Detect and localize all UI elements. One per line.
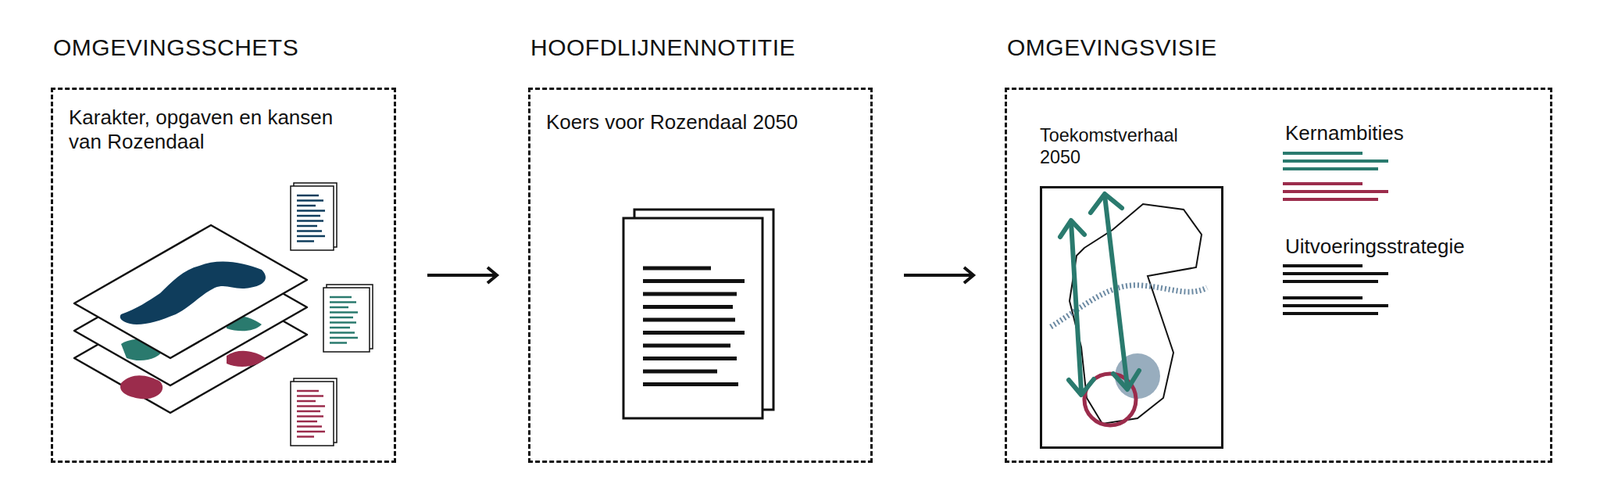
stroke bbox=[329, 341, 347, 344]
ambition-lines bbox=[1282, 153, 1389, 314]
stroke bbox=[642, 369, 718, 374]
stroke bbox=[642, 356, 737, 361]
document-icons bbox=[290, 182, 373, 446]
stroke bbox=[296, 435, 315, 438]
stroke bbox=[642, 292, 737, 297]
stroke bbox=[296, 404, 325, 408]
stage-box: OMGEVINGSVISIEKernambitiesUitvoeringsstr… bbox=[1004, 87, 1553, 463]
stroke bbox=[329, 326, 350, 329]
stroke bbox=[1282, 182, 1363, 186]
map-layers bbox=[74, 225, 308, 413]
stroke bbox=[1282, 271, 1389, 275]
stroke bbox=[329, 336, 358, 340]
stroke bbox=[329, 310, 358, 314]
stage-description: Koers voor Rozendaal 2050 bbox=[546, 110, 804, 135]
stroke bbox=[1282, 303, 1389, 308]
stroke bbox=[296, 420, 318, 423]
stage-box: HOOFDLIJNENNOTITIEKoers voor Rozendaal 2… bbox=[528, 87, 873, 463]
stroke bbox=[296, 194, 319, 197]
stroke bbox=[642, 317, 736, 322]
map-frame: Toekomstverhaal 2050 bbox=[1039, 185, 1224, 449]
stroke bbox=[296, 430, 325, 433]
stroke bbox=[296, 239, 315, 243]
stroke bbox=[329, 316, 354, 319]
flow-arrow bbox=[903, 267, 974, 283]
stroke bbox=[1282, 159, 1389, 163]
section-heading: Uitvoeringsstrategie bbox=[1285, 234, 1465, 259]
stroke bbox=[642, 330, 745, 335]
arrow-head bbox=[487, 267, 497, 283]
stroke bbox=[1282, 167, 1379, 171]
stroke bbox=[296, 204, 316, 208]
stroke bbox=[1282, 189, 1389, 193]
stroke bbox=[329, 306, 349, 309]
stroke bbox=[296, 225, 318, 228]
stroke bbox=[296, 394, 324, 397]
document-stack bbox=[623, 209, 774, 418]
stroke bbox=[296, 214, 321, 218]
stroke bbox=[296, 410, 321, 413]
flow-arrow bbox=[427, 267, 497, 283]
stroke bbox=[1282, 197, 1379, 201]
stroke bbox=[329, 321, 357, 324]
stroke bbox=[296, 209, 325, 212]
stage-heading: OMGEVINGSVISIE bbox=[1007, 33, 1218, 62]
section-heading: Kernambities bbox=[1285, 121, 1404, 146]
stroke bbox=[296, 235, 325, 238]
stage-box: OMGEVINGSSCHETSKarakter, opgaven en kans… bbox=[50, 87, 397, 463]
stroke bbox=[296, 229, 322, 233]
stroke bbox=[329, 300, 357, 304]
stroke bbox=[296, 199, 324, 202]
stroke bbox=[296, 425, 322, 428]
arrow-head bbox=[964, 267, 974, 283]
stroke bbox=[642, 382, 739, 386]
stroke bbox=[1282, 279, 1379, 283]
stroke bbox=[329, 331, 355, 334]
stage-description: Karakter, opgaven en kansen van Rozendaa… bbox=[68, 105, 366, 154]
future-map bbox=[1050, 193, 1208, 425]
stroke bbox=[1282, 264, 1363, 268]
stroke bbox=[642, 278, 745, 283]
stroke bbox=[1282, 151, 1363, 155]
stroke bbox=[296, 219, 324, 222]
stroke bbox=[642, 343, 731, 348]
arrow-shaft bbox=[427, 273, 496, 277]
story-heading: Toekomstverhaal 2050 bbox=[1039, 124, 1220, 168]
stroke bbox=[1282, 296, 1363, 300]
stroke bbox=[642, 304, 733, 309]
stroke bbox=[642, 266, 711, 271]
stroke bbox=[296, 414, 324, 418]
stroke bbox=[296, 389, 319, 393]
document-lines bbox=[296, 195, 358, 437]
arrow-shaft bbox=[903, 273, 972, 277]
stroke bbox=[296, 400, 316, 403]
stage-heading: HOOFDLIJNENNOTITIE bbox=[530, 33, 796, 62]
document-text-lines bbox=[642, 267, 745, 385]
stroke bbox=[329, 296, 352, 299]
stage-heading: OMGEVINGSSCHETS bbox=[53, 33, 299, 62]
stroke bbox=[1282, 311, 1379, 315]
